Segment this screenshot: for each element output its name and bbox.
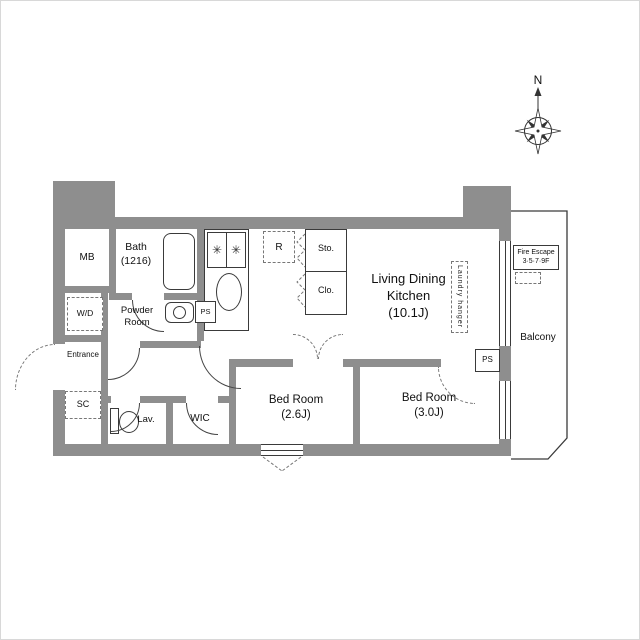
wall-wic-bed-divider <box>229 359 236 444</box>
bed1-bottom-window <box>261 444 303 456</box>
entrance-door-opening <box>53 344 65 390</box>
compass-circle <box>524 117 552 145</box>
storage-closet-divider <box>305 271 347 272</box>
hall-ldk-door-swing <box>199 346 241 389</box>
washer-dryer-space: W/D <box>67 297 103 331</box>
laundry-hanger-space: Laundry hanger <box>451 261 468 333</box>
wall-entrance-top <box>65 335 108 342</box>
kitchen-sink <box>216 273 242 311</box>
stove-burner-icon: ✳ <box>230 243 242 257</box>
bed1-door-opening <box>293 359 343 367</box>
washer-dryer-label: W/D <box>76 308 94 319</box>
ldk-balcony-window <box>499 241 511 346</box>
powder-label: Powder Room <box>120 305 154 329</box>
wall-left-column <box>101 293 108 444</box>
compass-rose: N <box>501 71 576 171</box>
storage-label: Sto. <box>317 243 334 253</box>
pipe-space-kitchen-label: PS <box>200 307 211 317</box>
closet-label: Clo. <box>317 285 334 295</box>
fire-escape-label: Fire Escape 3·5·7·9F <box>517 248 555 265</box>
storage-folding-door <box>296 233 306 268</box>
pipe-space-bedroom: PS <box>475 349 500 372</box>
compass-arrow-icon <box>534 87 542 96</box>
entrance-label: Entrance <box>66 350 100 359</box>
mb-label: MB <box>79 252 95 263</box>
stove-burner-icon: ✳ <box>208 233 227 267</box>
fire-escape-hatch <box>515 272 541 284</box>
wic-door-opening <box>186 396 218 403</box>
bath-label: Bath (1216) <box>120 241 152 267</box>
fire-escape-box: Fire Escape 3·5·7·9F <box>513 245 559 270</box>
wall-powder-bottom <box>101 341 201 348</box>
bed1-door-swing-left <box>293 334 318 359</box>
bottom-window-swing <box>262 456 302 472</box>
compass-center-dot <box>536 129 540 133</box>
bed1-door-swing-right <box>318 334 343 359</box>
entrance-door-swing <box>15 344 55 390</box>
wall-bath-kitchen <box>197 229 204 301</box>
lav-door-opening <box>111 396 140 403</box>
compass-rose-graphic: N <box>514 73 562 155</box>
storage-closet-block <box>305 229 347 315</box>
balcony-label: Balcony <box>520 332 556 343</box>
bathtub <box>163 233 195 290</box>
wall-top <box>115 217 463 229</box>
bed2-label: Bed Room (3.0J) <box>401 392 457 419</box>
powder-door-opening <box>108 341 140 348</box>
wall-bed-divider <box>353 359 360 444</box>
wall-lav-wic-divider <box>166 403 173 444</box>
laundry-hanger-label: Laundry hanger <box>456 265 463 329</box>
powder-door-swing <box>108 348 140 380</box>
shoe-closet-label: SC <box>76 399 90 410</box>
shoe-closet: SC <box>65 391 101 419</box>
bath-door-opening <box>132 293 164 300</box>
closet-folding-door <box>296 273 306 308</box>
wall-mb-bottom <box>65 286 116 293</box>
pipe-space-bedroom-label: PS <box>482 355 493 365</box>
lav-label: Lav. <box>137 414 155 425</box>
wic-label: WIC <box>190 413 210 424</box>
wall-left <box>53 181 65 456</box>
refrigerator-space: R <box>263 231 295 263</box>
stove: ✳ ✳ <box>207 232 246 268</box>
bed1-label: Bed Room (2.6J) <box>268 394 324 421</box>
pipe-space-kitchen: PS <box>195 301 216 323</box>
compass-north-label: N <box>534 73 543 87</box>
ldk-label: Living Dining Kitchen (10.1J) <box>371 271 446 320</box>
wall-bed2-top <box>353 359 441 367</box>
washbasin-bowl-icon <box>173 306 186 319</box>
wall-mb-bath <box>109 229 116 293</box>
refrigerator-label: R <box>275 241 283 253</box>
bed2-balcony-window <box>499 381 511 439</box>
wall-top-right-block <box>463 186 511 229</box>
wall-lav-wic-top <box>108 396 236 403</box>
